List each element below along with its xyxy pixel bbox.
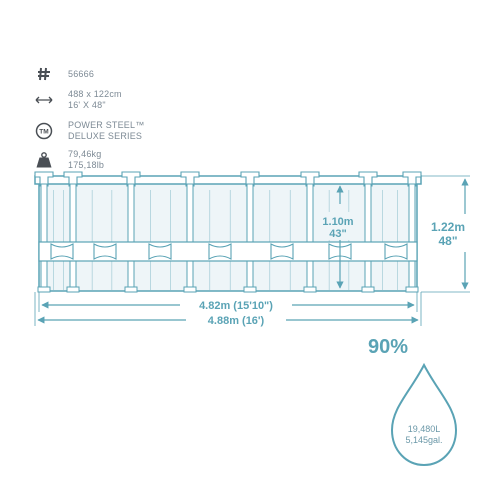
inner-width: 4.82m (15'10") [199,300,273,312]
rail-connectors [34,171,422,187]
inner-height-label-bg [318,212,358,240]
leg-foot [361,286,375,293]
volume-liters: 19,480L [408,424,441,434]
pool-leg [69,183,77,292]
hash-icon [34,64,54,84]
pool-leg [246,183,254,292]
inner-height-in: 43" [329,228,346,240]
pool-leg [127,183,135,292]
total-height-m: 1.22m [431,220,465,234]
leg-foot [124,286,138,293]
belt-buckle [93,243,117,260]
size-metric: 488 x 122cm [68,89,122,99]
leg-foot [243,286,257,293]
leg-foot [37,286,51,293]
rail-connector [34,171,54,187]
rail-connector [63,171,83,187]
pool-legs [37,183,419,293]
spec-size-row: 488 x 122cm 16' X 48" [34,89,122,111]
leg-foot [183,286,197,293]
trademark-icon: TM [34,121,54,141]
rail-connector [358,171,378,187]
top-rail [34,175,422,185]
belt-buckle [208,243,232,260]
belt-buckle [50,243,74,260]
spec-model-row: 56666 [34,64,94,84]
rail-connector [240,171,260,187]
pool-leg [306,183,314,292]
fill-percent: 90% [368,336,409,358]
rail-connector [180,171,200,187]
belt-buckle [148,243,172,260]
belt-buckle [384,243,408,260]
pool-leg [408,183,416,292]
pool-leg [364,183,372,292]
pool-wall [38,182,418,292]
volume-gallons: 5,145gal. [405,435,442,445]
rail-connector [300,171,320,187]
pool-leg [40,183,48,292]
series-line2: DELUXE SERIES [68,131,143,141]
water-drop-icon [390,362,458,467]
model-number: 56666 [68,68,95,79]
size-imperial: 16' X 48" [68,100,106,110]
pool-leg [186,183,194,292]
weight-kg: 79,46kg [68,149,102,159]
total-width: 4.88m (16') [208,315,265,327]
weight-icon [34,150,54,170]
leg-foot [66,286,80,293]
rail-connector [402,171,422,187]
weight-lb: 175,18lb [68,160,105,170]
spec-weight-row: 79,46kg 175,18lb [34,149,104,171]
leg-foot [405,286,419,293]
belt-buckle [270,243,294,260]
total-height-in: 48" [438,234,457,248]
rail-connector [121,171,141,187]
svg-text:TM: TM [39,129,48,136]
series-line1: POWER STEEL™ [68,120,145,130]
spec-series-row: TM POWER STEEL™ DELUXE SERIES [34,120,144,142]
double-arrow-icon [34,90,54,110]
inner-height-m: 1.10m [322,216,353,228]
belt-buckles [50,243,408,260]
leg-foot [303,286,317,293]
